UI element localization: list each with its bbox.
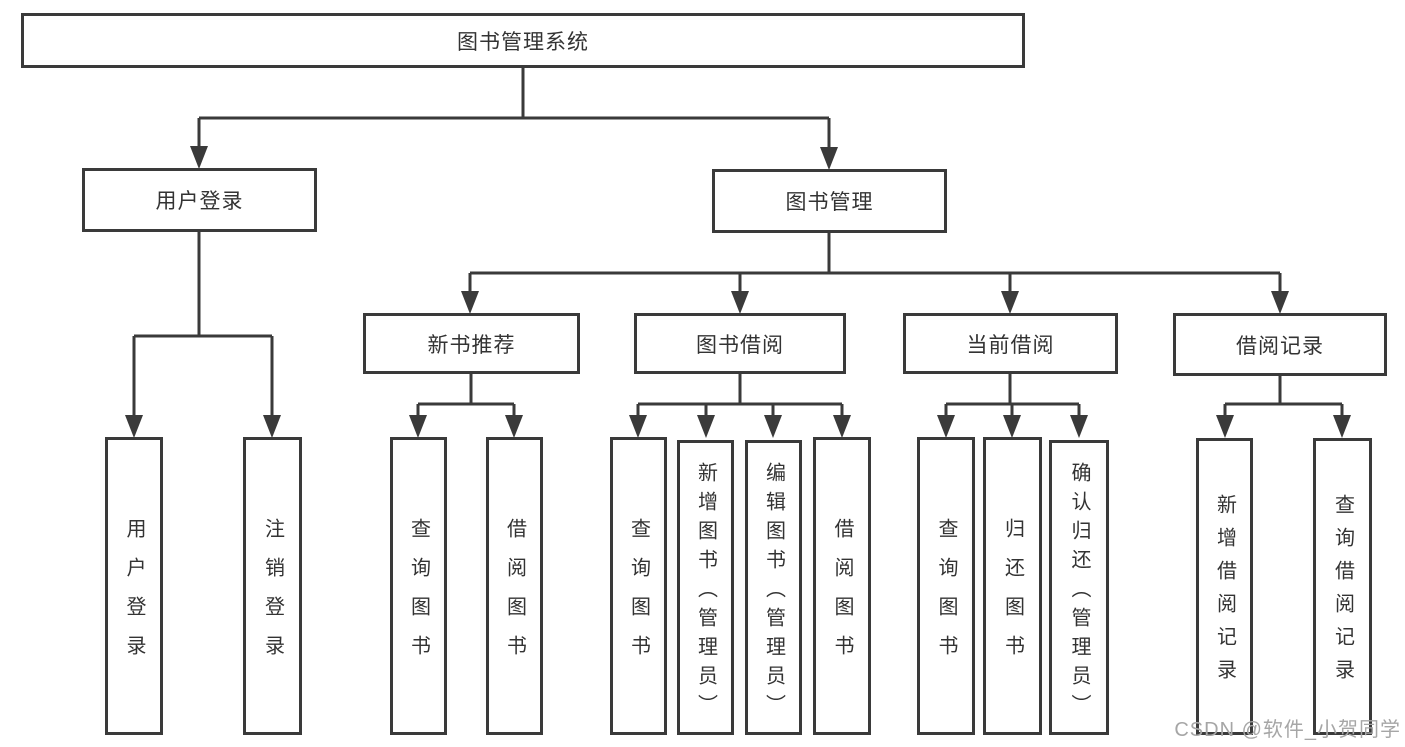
leaf-edit-books-admin-label: 编辑图书（管理员） bbox=[762, 461, 785, 723]
leaf-user-login-label: 用户登录 bbox=[123, 517, 145, 674]
node-user-login: 用户登录 bbox=[82, 168, 317, 232]
leaf-add-books-admin-label: 新增图书（管理员） bbox=[694, 461, 717, 723]
node-new-book-recommend: 新书推荐 bbox=[363, 313, 580, 374]
leaf-borrow-books-1: 借阅图书 bbox=[486, 437, 543, 735]
leaf-query-books-3-label: 查询图书 bbox=[935, 517, 957, 674]
csdn-watermark: CSDN @软件_小贺同学 bbox=[1174, 719, 1401, 741]
leaf-query-books-2-label: 查询图书 bbox=[627, 517, 650, 674]
node-book-management-label: 图书管理 bbox=[785, 191, 874, 214]
leaf-user-login: 用户登录 bbox=[105, 437, 163, 735]
leaf-edit-books-admin: 编辑图书（管理员） bbox=[745, 440, 802, 735]
leaf-query-books-1-label: 查询图书 bbox=[407, 517, 430, 674]
node-user-login-label: 用户登录 bbox=[155, 190, 244, 213]
leaf-query-books-3: 查询图书 bbox=[917, 437, 975, 735]
node-book-borrowing-label: 图书借阅 bbox=[696, 333, 784, 357]
node-root-label: 图书管理系统 bbox=[457, 30, 589, 54]
leaf-query-books-2: 查询图书 bbox=[610, 437, 667, 735]
node-root: 图书管理系统 bbox=[21, 13, 1025, 68]
node-book-management: 图书管理 bbox=[712, 169, 947, 233]
leaf-add-borrow-record: 新增借阅记录 bbox=[1196, 438, 1253, 735]
leaf-borrow-books-2: 借阅图书 bbox=[813, 437, 871, 735]
leaf-logout: 注销登录 bbox=[243, 437, 302, 735]
leaf-query-borrow-record-label: 查询借阅记录 bbox=[1331, 494, 1354, 692]
node-current-borrowing-label: 当前借阅 bbox=[966, 333, 1055, 357]
leaf-query-books-1: 查询图书 bbox=[390, 437, 447, 735]
leaf-return-books-label: 归还图书 bbox=[1001, 517, 1024, 674]
node-book-borrowing: 图书借阅 bbox=[634, 313, 846, 374]
leaf-borrow-books-1-label: 借阅图书 bbox=[503, 517, 526, 674]
node-borrowing-records-label: 借阅记录 bbox=[1236, 334, 1324, 358]
node-new-book-recommend-label: 新书推荐 bbox=[427, 333, 516, 357]
leaf-confirm-return-admin: 确认归还（管理员） bbox=[1049, 440, 1109, 735]
node-current-borrowing: 当前借阅 bbox=[903, 313, 1118, 374]
leaf-confirm-return-admin-label: 确认归还（管理员） bbox=[1068, 461, 1090, 723]
leaf-query-borrow-record: 查询借阅记录 bbox=[1313, 438, 1372, 735]
leaf-return-books: 归还图书 bbox=[983, 437, 1042, 735]
leaf-add-books-admin: 新增图书（管理员） bbox=[677, 440, 734, 735]
leaf-add-borrow-record-label: 新增借阅记录 bbox=[1213, 494, 1236, 692]
leaf-borrow-books-2-label: 借阅图书 bbox=[831, 517, 853, 674]
node-borrowing-records: 借阅记录 bbox=[1173, 313, 1387, 376]
leaf-logout-label: 注销登录 bbox=[261, 517, 284, 674]
